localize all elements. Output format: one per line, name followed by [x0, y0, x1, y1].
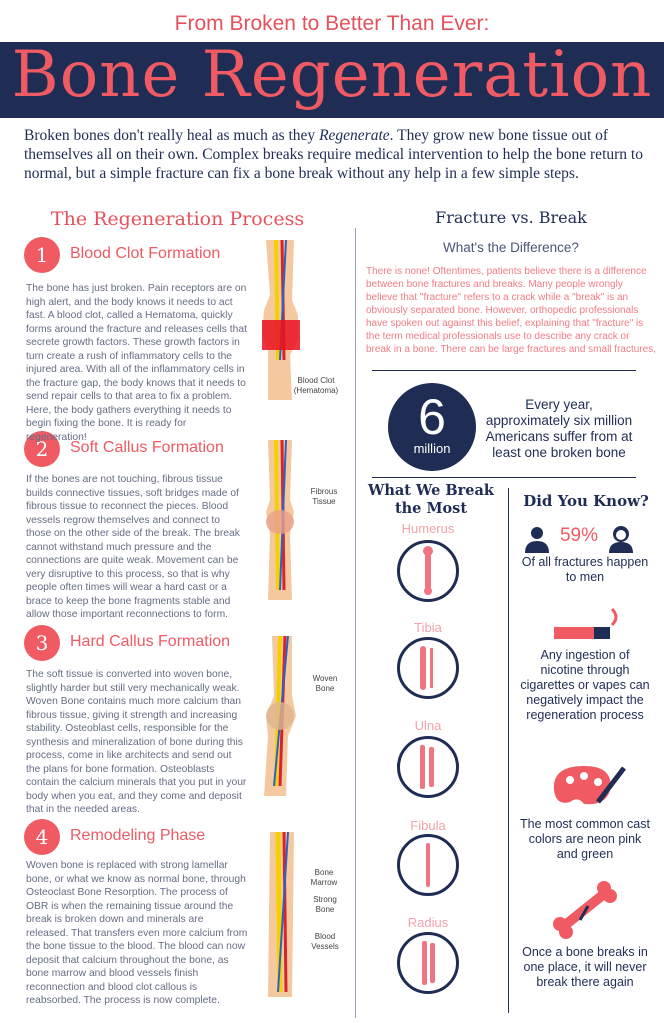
fracture-title: Fracture vs. Break — [435, 208, 587, 227]
fact-cast-colors: The most common cast colors are neon pin… — [520, 817, 650, 861]
step-4-number: 4 — [24, 819, 60, 855]
divider — [372, 370, 636, 371]
intro-text: Broken bones don't really heal as much a… — [24, 126, 644, 183]
step-1-number: 1 — [24, 237, 60, 273]
step-2-title: Soft Callus Formation — [70, 439, 224, 456]
bone-illustration-3 — [264, 636, 296, 796]
step-3-title: Hard Callus Formation — [70, 633, 231, 650]
bone-circle-humerus — [397, 540, 459, 602]
fact-men: Of all fractures happen to men — [521, 555, 649, 584]
label-bone-marrow: Bone Marrow — [310, 868, 338, 887]
bone-circle-tibia — [397, 637, 459, 699]
intro-after: . They grow new bone tissue out of thems… — [24, 127, 643, 182]
label-fibrous-tissue: Fibrous Tissue — [310, 487, 338, 506]
step-1-title: Blood Clot Formation — [70, 245, 221, 262]
step-3-number: 3 — [24, 625, 60, 661]
stat-number: 6 — [418, 389, 446, 445]
bone-circle-fibula — [397, 834, 459, 896]
paint-palette-icon — [553, 766, 626, 805]
woman-icon — [609, 526, 633, 553]
title-banner — [0, 42, 664, 118]
step-4-body: Woven bone is replaced with strong lamel… — [26, 860, 248, 1006]
stat-circle — [388, 383, 476, 471]
fact-nicotine: Any ingestion of nicotine through cigare… — [520, 648, 650, 722]
inner-divider — [508, 488, 509, 1013]
bone-illustration-4 — [268, 832, 294, 997]
divider — [372, 477, 636, 478]
bone-name-ulna: Ulna — [414, 718, 442, 733]
percent-stat: 59% — [559, 525, 599, 546]
step-2-number: 2 — [24, 431, 60, 467]
label-blood-vessels: Blood Vessels — [311, 932, 339, 951]
broken-bone-icon — [553, 881, 617, 939]
bone-name-tibia: Tibia — [414, 620, 442, 635]
stat-text: Every year, approximately six million Am… — [485, 397, 633, 460]
label-woven-bone: Woven Bone — [312, 674, 338, 693]
page-title: Bone Regeneration — [11, 38, 653, 112]
cigarette-icon — [554, 607, 618, 639]
subtitle: From Broken to Better Than Ever: — [174, 12, 490, 35]
fact-rebreak: Once a bone breaks in one place, it will… — [522, 945, 648, 989]
column-divider — [355, 228, 356, 1018]
stat-unit: million — [413, 441, 451, 456]
label-strong-bone: Strong Bone — [313, 895, 337, 914]
bone-circle-ulna — [397, 736, 459, 798]
step-1-body: The bone has just broken. Pain receptors… — [26, 283, 247, 443]
bone-name-humerus: Humerus — [401, 521, 455, 536]
bone-illustration-1 — [262, 240, 300, 400]
process-title: The Regeneration Process — [50, 208, 305, 230]
bone-name-fibula: Fibula — [410, 818, 446, 833]
intro-before: Broken bones don't really heal as much a… — [24, 127, 320, 144]
intro-emph: Regenerate — [319, 127, 390, 144]
label-blood-clot: Blood Clot (Hematoma) — [293, 376, 339, 395]
man-icon — [525, 527, 549, 553]
step-3-body: The soft tissue is converted into woven … — [26, 669, 247, 815]
fracture-subtitle: What's the Difference? — [443, 240, 579, 255]
bone-name-radius: Radius — [407, 915, 449, 930]
bone-circle-radius — [397, 932, 459, 994]
bone-illustration-2 — [266, 440, 294, 600]
fracture-body: There is none! Oftentimes, patients beli… — [366, 266, 656, 354]
break-most-title: What We Break the Most — [368, 482, 494, 517]
did-you-know-title: Did You Know? — [523, 492, 649, 510]
step-4-title: Remodeling Phase — [70, 827, 206, 844]
step-2-body: If the bones are not touching, fibrous t… — [26, 474, 240, 620]
